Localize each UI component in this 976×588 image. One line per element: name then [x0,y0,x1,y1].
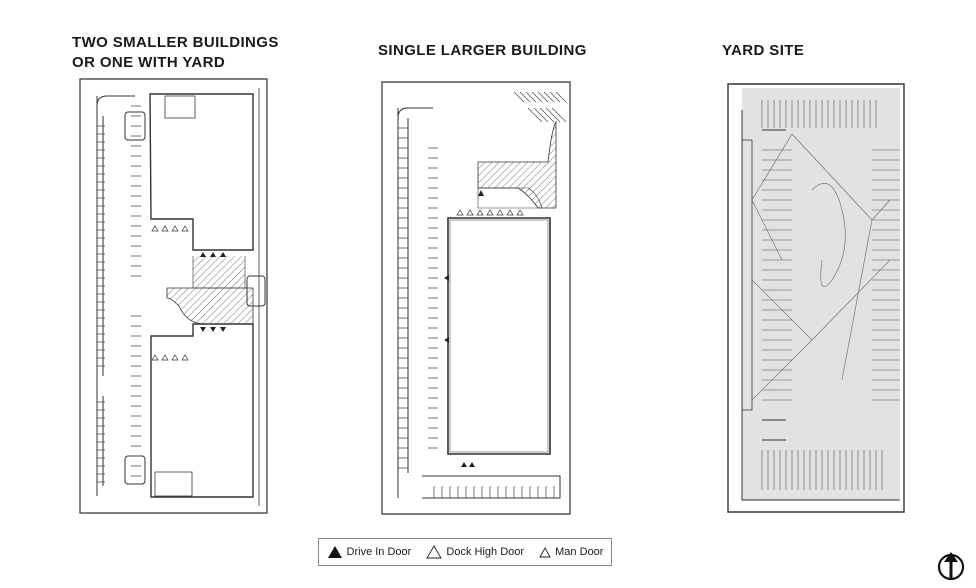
title-line-1: TWO SMALLER BUILDINGS [72,34,279,51]
door-legend: Drive In Door Dock High Door Man Door [318,538,612,566]
legend-man-door: Man Door [539,546,603,558]
plan-title-yard-site: YARD SITE [722,42,805,59]
plan-title-single-building: SINGLE LARGER BUILDING [378,42,587,59]
small-outline-triangle-icon [539,546,551,557]
site-plan-two-buildings [79,78,268,514]
legend-drive-in-label: Drive In Door [346,546,412,558]
title-line-2: OR ONE WITH YARD [72,54,226,71]
legend-dock-high: Dock High Door [426,545,524,559]
north-arrow-icon [937,552,965,581]
site-plan-yard [727,83,905,513]
plan-title-two-buildings: TWO SMALLER BUILDINGS OR ONE WITH YARD [72,33,279,73]
legend-dock-high-label: Dock High Door [446,546,525,558]
legend-man-door-label: Man Door [555,546,604,558]
outline-triangle-icon [426,545,443,559]
legend-drive-in: Drive In Door [327,545,412,559]
site-plan-single-building [381,81,571,515]
filled-triangle-icon [327,546,342,558]
